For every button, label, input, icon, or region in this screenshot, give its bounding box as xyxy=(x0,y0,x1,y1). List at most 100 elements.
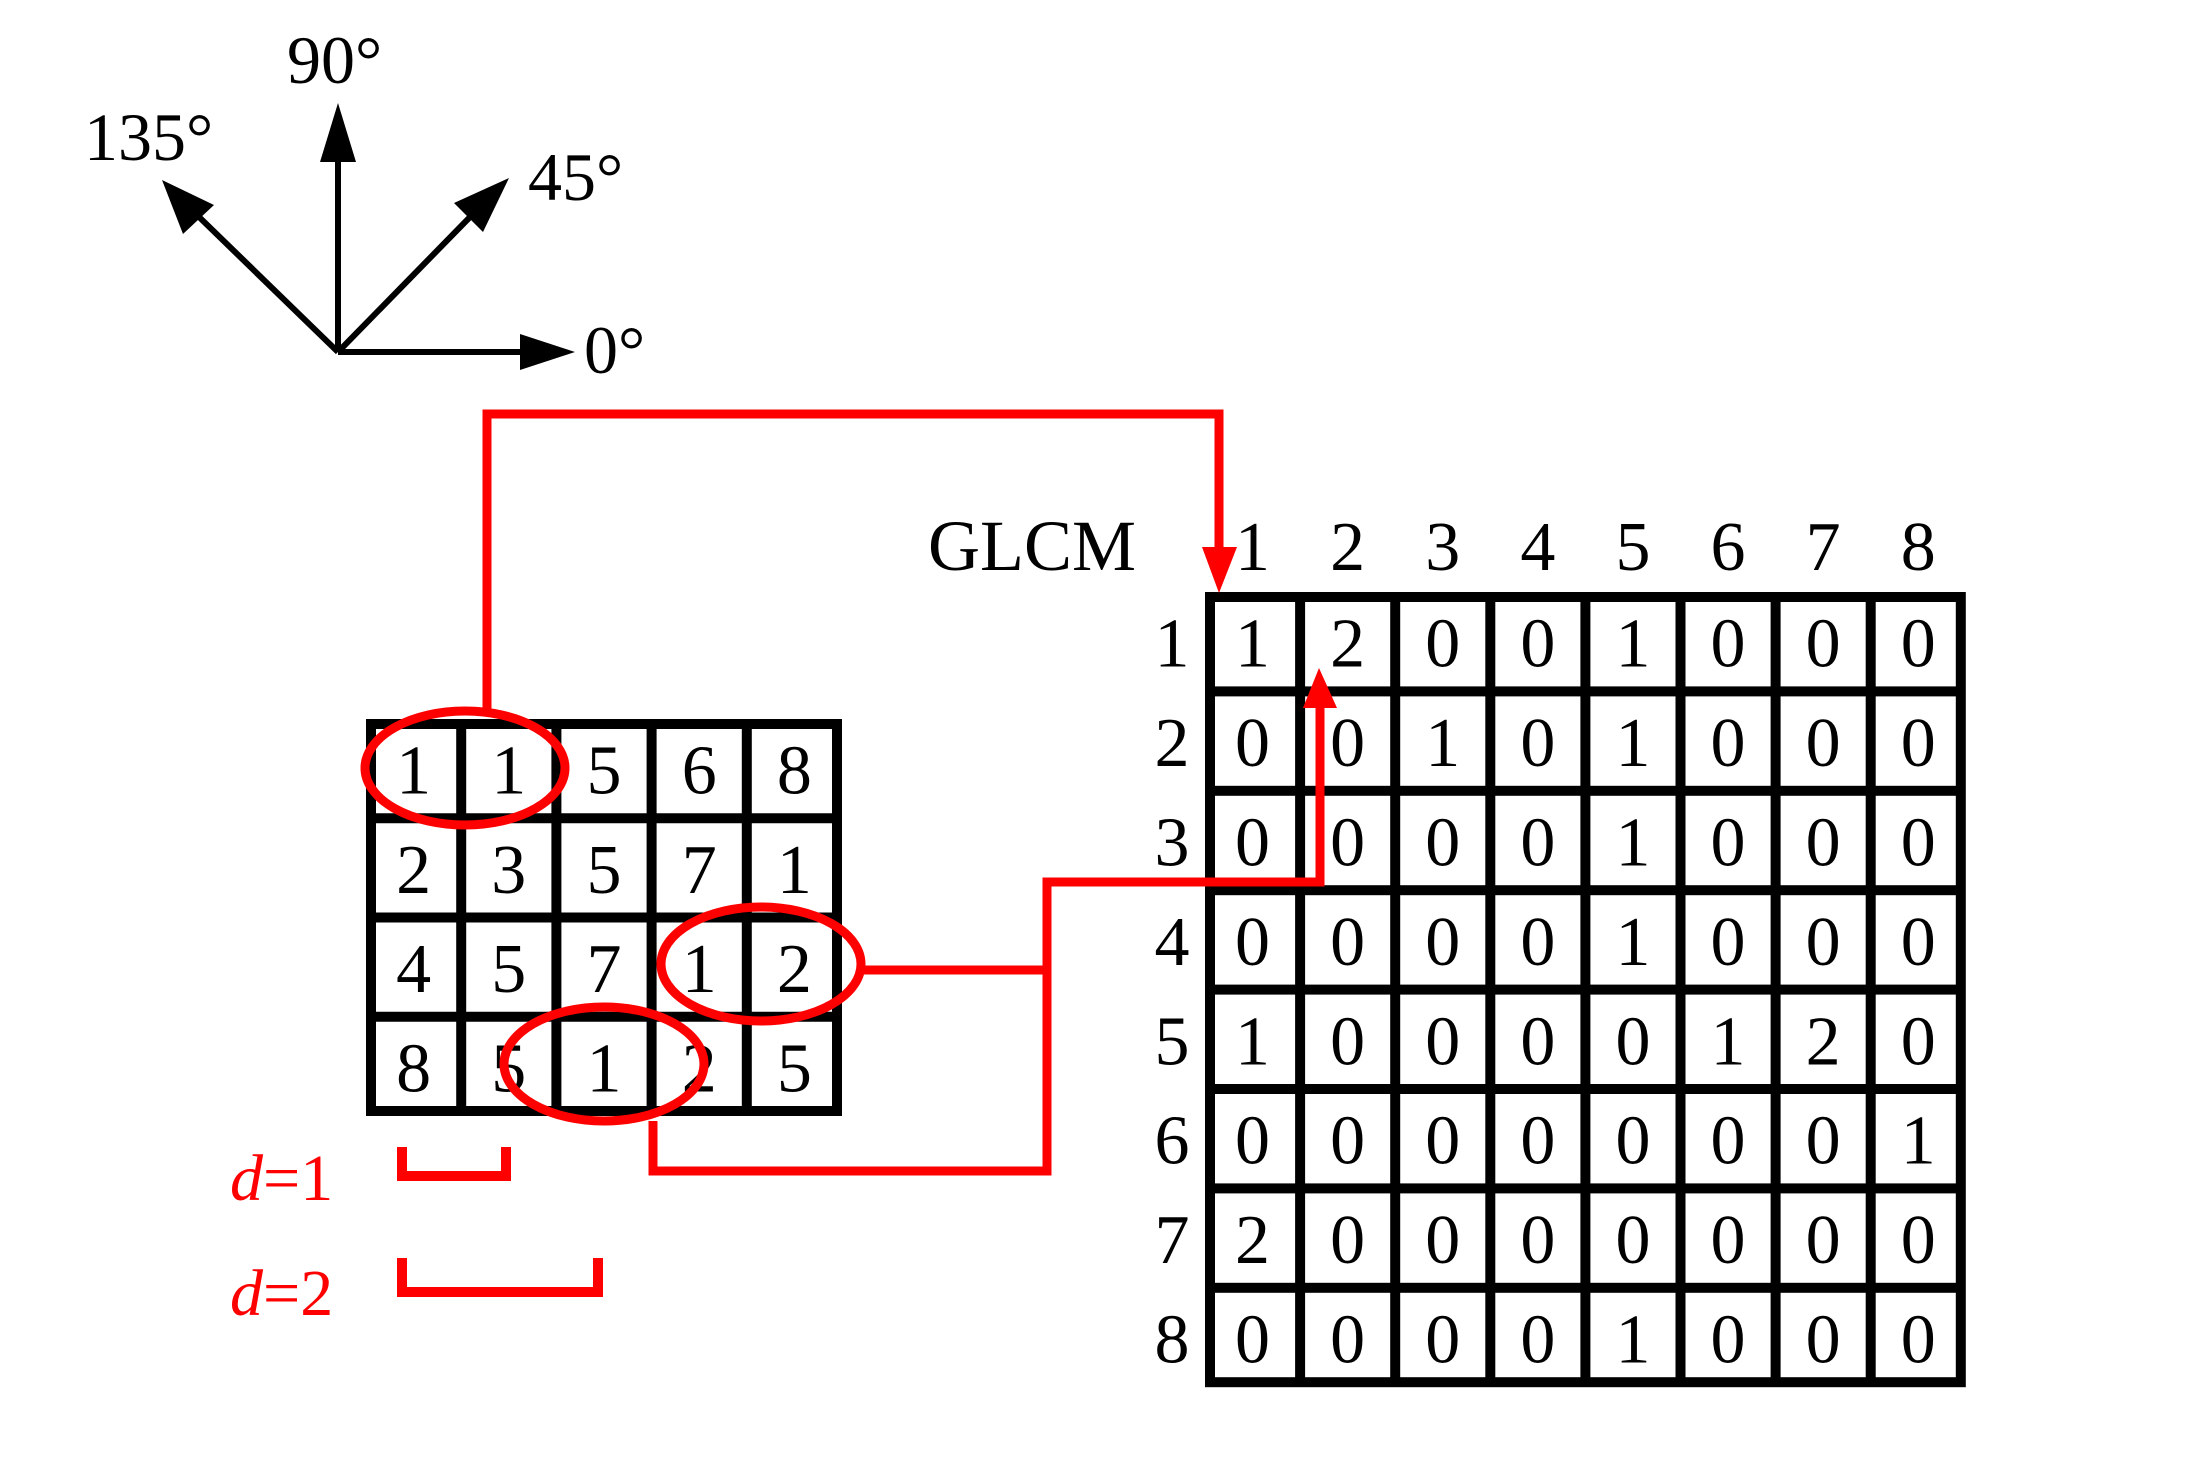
highlight-ellipse-pair-1-2-row3 xyxy=(656,902,866,1026)
glcm-cell-bg xyxy=(1215,1094,1296,1184)
distance-var-1: d xyxy=(230,1142,264,1215)
glcm-cell: 0 xyxy=(1305,696,1391,786)
glcm-col-header: 5 xyxy=(1615,509,1650,586)
glcm-cell-value: 0 xyxy=(1520,1202,1555,1279)
glcm-cell-value: 0 xyxy=(1425,1003,1460,1080)
glcm-cell-bg xyxy=(1590,1292,1676,1378)
glcm-cell: 0 xyxy=(1305,994,1391,1084)
distance-legend: d=1 d=2 xyxy=(230,1142,603,1330)
image-matrix-cell-bg xyxy=(656,823,742,913)
glcm-cell: 0 xyxy=(1875,602,1956,687)
image-matrix-cell: 5 xyxy=(751,1021,832,1107)
distance-bracket-1 xyxy=(397,1147,511,1181)
glcm-cell: 0 xyxy=(1875,1292,1956,1379)
glcm-col-header: 4 xyxy=(1520,509,1555,586)
image-matrix-cell: 6 xyxy=(656,729,742,814)
glcm-cell-value: 0 xyxy=(1615,1103,1650,1180)
image-matrix-cell-bg xyxy=(656,729,742,814)
glcm-col-header: 3 xyxy=(1425,509,1460,586)
image-matrix-cell: 1 xyxy=(376,729,457,814)
image-matrix-cell-bg xyxy=(466,729,552,814)
glcm-row-header: 5 xyxy=(1155,1003,1190,1080)
glcm-cell-bg xyxy=(1780,1094,1866,1184)
glcm-cell: 0 xyxy=(1400,994,1486,1084)
glcm-cell-value: 1 xyxy=(1235,606,1270,683)
image-matrix-cell-value: 5 xyxy=(491,931,526,1008)
distance-eq-2: =2 xyxy=(263,1257,333,1330)
connector-pair-1-2 xyxy=(648,668,1337,1176)
connector-arrowhead-2 xyxy=(1303,668,1337,708)
glcm-cell-value: 0 xyxy=(1711,904,1746,981)
glcm-cell: 1 xyxy=(1590,795,1676,886)
image-matrix-cell-value: 1 xyxy=(777,832,812,909)
distance-label-2: d=2 xyxy=(230,1257,333,1330)
glcm-cell: 0 xyxy=(1875,1193,1956,1283)
glcm-cell-value: 0 xyxy=(1425,805,1460,882)
glcm-cell: 0 xyxy=(1495,1193,1581,1283)
glcm-cell: 0 xyxy=(1400,1094,1486,1184)
glcm-col-header: 2 xyxy=(1330,509,1365,586)
glcm-row-header: 3 xyxy=(1155,805,1190,882)
glcm-cell: 0 xyxy=(1780,895,1866,985)
glcm-cell: 0 xyxy=(1215,696,1296,786)
glcm-cell-bg xyxy=(1215,795,1296,886)
glcm-cell: 0 xyxy=(1780,1094,1866,1184)
glcm-cell: 0 xyxy=(1495,696,1581,786)
image-matrix-cell-bg xyxy=(751,922,832,1012)
glcm-cell-bg xyxy=(1685,602,1771,687)
image-matrix-cell-value: 5 xyxy=(587,733,622,810)
glcm-cell-bg xyxy=(1495,1094,1581,1184)
glcm-cell: 0 xyxy=(1215,795,1296,886)
image-matrix-cell-bg xyxy=(751,823,832,913)
label-135-deg: 135° xyxy=(84,99,213,175)
image-matrix-cell: 4 xyxy=(376,922,457,1012)
glcm-cell-value: 1 xyxy=(1711,1003,1746,1080)
image-matrix-cell-value: 7 xyxy=(682,832,717,909)
glcm-cell-bg xyxy=(1215,895,1296,985)
glcm-row-header: 4 xyxy=(1155,904,1190,981)
image-matrix-cell: 7 xyxy=(656,823,742,913)
glcm-cell: 0 xyxy=(1305,1094,1391,1184)
arrow-45-deg-head xyxy=(454,178,509,232)
glcm-cell-value: 0 xyxy=(1520,1302,1555,1379)
glcm-cell-value: 0 xyxy=(1901,606,1936,683)
glcm-cell: 0 xyxy=(1590,1094,1676,1184)
glcm-cell: 0 xyxy=(1685,1094,1771,1184)
glcm-cell-value: 0 xyxy=(1615,1202,1650,1279)
glcm-cell-bg xyxy=(1305,1094,1391,1184)
glcm-cell-value: 0 xyxy=(1330,805,1365,882)
glcm-cell-value: 0 xyxy=(1330,1302,1365,1379)
glcm-cell-bg xyxy=(1685,795,1771,886)
glcm-cell: 1 xyxy=(1590,895,1676,985)
glcm-cell: 0 xyxy=(1305,895,1391,985)
glcm-cell-bg xyxy=(1215,1292,1296,1378)
glcm-col-header: 8 xyxy=(1901,509,1936,586)
glcm-cell-value: 0 xyxy=(1425,1302,1460,1379)
glcm-cell-bg xyxy=(1590,1094,1676,1184)
glcm-cell-value: 0 xyxy=(1901,1302,1936,1379)
glcm-cell: 0 xyxy=(1685,696,1771,786)
glcm-cell-value: 0 xyxy=(1901,1202,1936,1279)
glcm-cell-bg xyxy=(1215,994,1296,1084)
image-matrix-cell: 5 xyxy=(561,823,647,913)
image-matrix-cell-value: 1 xyxy=(682,931,717,1008)
glcm-cell: 0 xyxy=(1400,795,1486,886)
image-matrix-cell-bg xyxy=(466,922,552,1012)
glcm-cell: 0 xyxy=(1780,602,1866,687)
image-matrix-cell-value: 4 xyxy=(396,931,431,1008)
glcm-cell-value: 2 xyxy=(1330,606,1365,683)
glcm-cell-bg xyxy=(1875,1292,1956,1378)
glcm-cell: 0 xyxy=(1215,1292,1296,1379)
image-matrix-cell-value: 5 xyxy=(587,832,622,909)
glcm-cell-bg xyxy=(1590,1193,1676,1283)
glcm-cell-bg xyxy=(1590,994,1676,1084)
glcm-row-header: 2 xyxy=(1155,705,1190,782)
glcm-cell-bg xyxy=(1400,994,1486,1084)
glcm-cell-value: 1 xyxy=(1425,705,1460,782)
glcm-cell-bg xyxy=(1780,1292,1866,1378)
glcm-cell-bg xyxy=(1685,895,1771,985)
glcm-cell: 1 xyxy=(1875,1094,1956,1184)
glcm-cell-bg xyxy=(1780,795,1866,886)
glcm-cell-bg xyxy=(1215,696,1296,786)
glcm-cell-bg xyxy=(1590,895,1676,985)
